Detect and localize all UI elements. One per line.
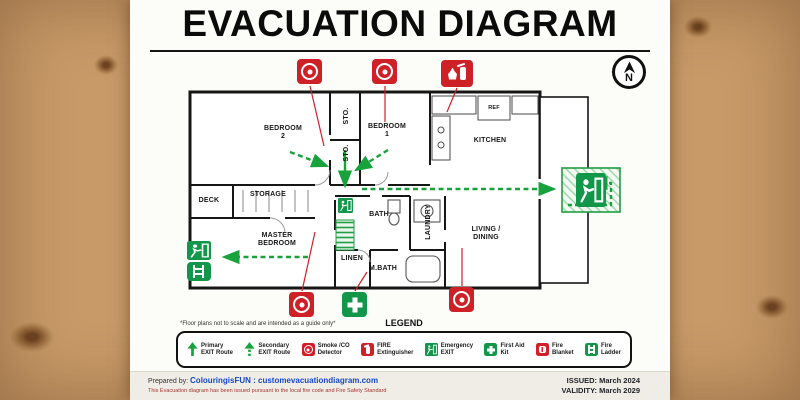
first-aid-kit-icon [342,292,367,317]
room-label-master-bedroom: MASTER BEDROOM [258,231,296,247]
legend-item-first-aid-kit: First Aid Kit [484,342,525,356]
legend-item-primary-exit-route: Primary EXIT Route [187,342,233,357]
page-title: EVACUATION DIAGRAM [182,3,618,44]
label-refrigerator: REF [488,104,500,111]
primary-route-arrow-icon [187,342,198,356]
north-arrow-icon [623,60,635,73]
room-label-laundry: LAUNDRY [424,204,432,240]
room-label-master-bath: M.BATH [369,264,397,272]
extinguisher-bottle-icon [460,67,466,80]
emergency-exit-sign-icon [576,173,606,207]
fire-extinguisher-icon [441,60,473,87]
legend: Primary EXIT Route Secondary EXIT Route … [176,331,632,368]
prepared-by-prefix: Prepared by: [148,378,191,385]
room-label-living-dining: LIVING / DINING [471,225,501,241]
legend-item-label: First Aid Kit [500,342,525,356]
north-compass-icon: N [612,55,646,89]
room-label-bedroom-2: BEDROOM 2 [264,124,302,140]
room-label-bedroom-1: BEDROOM 1 [368,122,406,138]
smoke-detector-icon [372,59,397,84]
emergency-exit-sign-icon [187,241,211,260]
fire-code-disclaimer: This Evacuation diagram has been issued … [148,388,387,394]
room-label-storage-closet-2: STO. [342,144,350,162]
prepared-by-line: Prepared by: ColouringisFUN : customevac… [148,376,378,385]
floor-plan [186,85,621,292]
legend-item-label: FIRE Extinguisher [377,342,414,356]
legend-item-label: Fire Ladder [600,342,621,356]
fire-blanket-icon [535,343,549,356]
title-divider [150,50,650,52]
wood-knot [10,322,54,352]
wood-knot [684,16,712,38]
legend-item-label: Secondary EXIT Route [258,342,291,356]
bathroom-fixtures [338,198,441,283]
flame-icon [448,67,457,80]
legend-item-smoke-detector: Smoke /CO Detector [301,342,350,356]
room-label-storage: STORAGE [250,190,286,198]
issued-date: ISSUED: March 2024 [566,376,640,385]
smoke-detector-icon [297,59,322,84]
fire-ladder-icon [584,343,598,356]
legend-item-fire-ladder: Fire Ladder [584,342,621,356]
north-label: N [625,71,633,84]
fire-ladder-icon [187,262,211,281]
hallway-exit-stairs [335,219,355,251]
fire-extinguisher-icon [361,343,375,356]
alarm-connector-lines [301,85,463,292]
evacuation-poster: EVACUATION DIAGRAM N [130,0,670,400]
emergency-exit-sign-icon [338,195,353,216]
legend-item-label: Primary EXIT Route [201,342,234,356]
wood-knot [756,295,788,319]
legend-title: LEGEND [385,318,423,328]
legend-item-fire-blanket: Fire Blanket [535,342,574,356]
room-label-linen: LINEN [341,254,363,262]
room-label-storage-closet-1: STO. [342,107,350,125]
secondary-route-arrow-icon [244,342,255,356]
legend-item-label: Smoke /CO Detector [317,342,350,356]
smoke-detector-icon [449,287,474,312]
smoke-detector-icon [301,343,315,356]
door-arcs [269,169,389,263]
legend-item-fire-extinguisher: FIRE Extinguisher [361,343,413,356]
scale-disclaimer-note: *Floor plans not to scale and are intend… [180,321,336,327]
poster-footer: Prepared by: ColouringisFUN : customevac… [130,371,670,400]
room-label-kitchen: KITCHEN [473,136,507,144]
validity-date: VALIDITY: March 2029 [561,386,641,395]
wood-knot [94,55,118,75]
brand-link: ColouringisFUN : customevacuationdiagram… [190,376,379,385]
legend-item-label: Emergency EXIT [440,342,474,356]
smoke-detector-icon [289,292,314,317]
legend-item-emergency-exit: Emergency EXIT [425,343,473,356]
legend-item-label: Fire Blanket [551,342,574,356]
storage-shelf-ticks [242,190,309,212]
first-aid-kit-icon [484,343,498,356]
emergency-exit-sign-icon [425,343,438,356]
legend-item-secondary-exit-route: Secondary EXIT Route [244,342,290,357]
room-label-deck: DECK [198,196,220,204]
room-label-bath: BATH [369,210,389,218]
